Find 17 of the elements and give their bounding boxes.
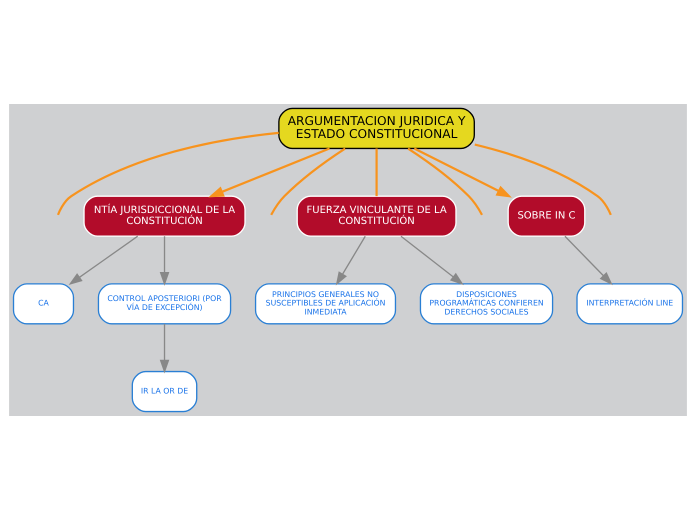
- arrow: [208, 147, 330, 198]
- arrow: [564, 236, 613, 286]
- node-box: SOBRE IN C: [508, 196, 586, 237]
- connector: [375, 148, 378, 196]
- node-box: ARGUMENTACION JURIDICA Y ESTADO CONSTITUCIONAL: [278, 108, 475, 150]
- connector: [56, 132, 279, 216]
- connector: [270, 148, 346, 216]
- connector: [407, 148, 483, 216]
- arrow: [400, 236, 464, 286]
- arrow: [160, 236, 170, 286]
- arrow: [336, 236, 366, 286]
- connector: [474, 143, 612, 216]
- arrow: [414, 148, 512, 198]
- arrow: [160, 324, 170, 374]
- node-box: NTÍA JURISDICCIONAL DE LA CONSTITUCIÓN: [83, 196, 246, 237]
- arrow: [68, 236, 138, 285]
- node-box: FUERZA VINCULANTE DE LA CONSTITUCIÓN: [296, 196, 457, 237]
